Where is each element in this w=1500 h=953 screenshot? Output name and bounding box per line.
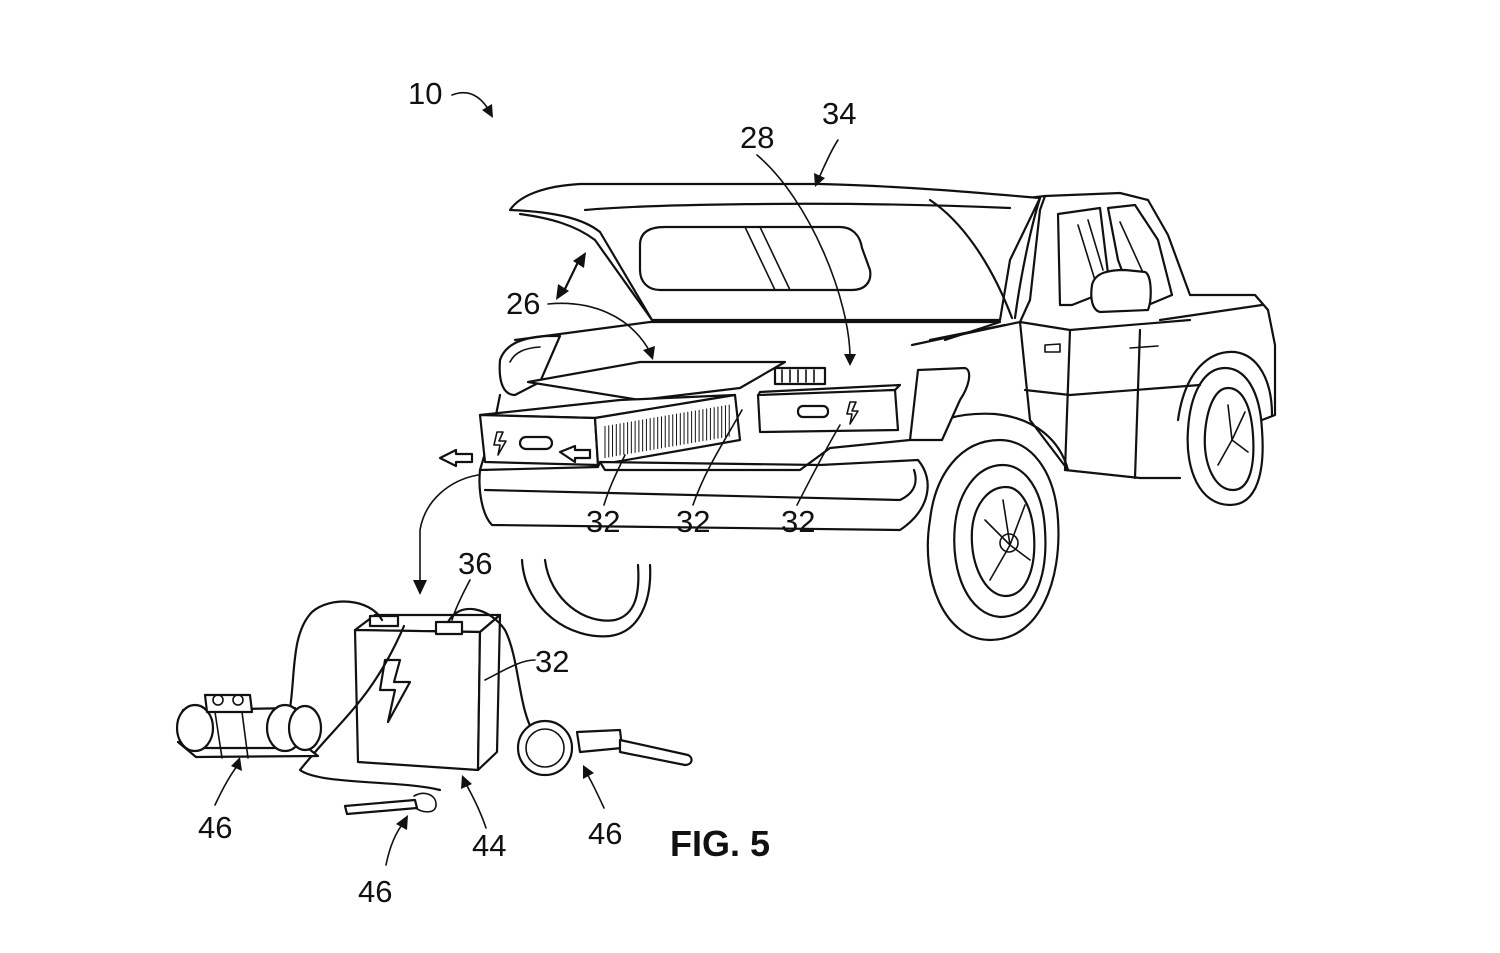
battery-drawer-right — [756, 383, 902, 434]
ref-battery-center: 32 — [676, 504, 711, 539]
device-chainsaw — [516, 719, 693, 809]
ref-device-tool: 46 — [358, 874, 393, 909]
battery-drawer-left — [478, 393, 742, 467]
cover-pivot-arrow — [556, 252, 586, 300]
truck-bed — [478, 320, 1002, 472]
rear-right-wheel — [926, 438, 1060, 642]
ref-battery-right: 32 — [781, 504, 816, 539]
ref-tonneau-cover: 34 — [822, 96, 857, 131]
truck-body — [910, 191, 1277, 480]
ref-device-compressor: 46 — [198, 810, 233, 845]
ref-battery-portable: 32 — [535, 644, 570, 679]
leader-lines — [413, 91, 856, 595]
portable-battery — [353, 579, 536, 772]
device-hand-tool — [343, 792, 437, 866]
ref-drawer: 28 — [740, 120, 775, 155]
device-air-compressor — [175, 693, 323, 806]
ref-battery-terminals: 36 — [458, 546, 493, 581]
housing-leader — [461, 775, 487, 829]
ref-battery-left: 32 — [586, 504, 621, 539]
figure-caption: FIG. 5 — [670, 823, 771, 864]
tonneau-cover — [508, 182, 1042, 322]
power-cables — [280, 600, 537, 792]
ref-device-saw: 46 — [588, 816, 623, 851]
ref-battery-housing: 44 — [472, 828, 507, 863]
rear-bumper — [478, 438, 929, 532]
rear-left-wheel — [520, 558, 652, 638]
ref-system: 10 — [408, 76, 443, 111]
ref-tailgate-storage: 26 — [506, 286, 541, 321]
pullout-arrow — [438, 448, 474, 468]
front-right-wheel — [1186, 366, 1264, 507]
